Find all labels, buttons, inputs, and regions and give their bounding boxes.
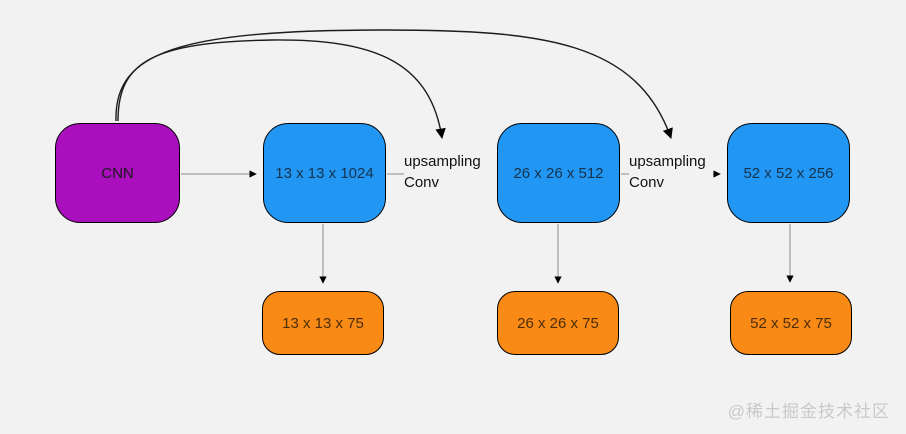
node-feature-map-3: 52 x 52 x 256 <box>727 123 850 223</box>
node-label: 26 x 26 x 75 <box>517 314 599 332</box>
node-label: 13 x 13 x 75 <box>282 314 364 332</box>
edge-label-upsampling-conv-1: upsampling Conv <box>404 151 497 193</box>
edge-label-line1: upsampling <box>629 153 706 170</box>
node-feature-map-1: 13 x 13 x 1024 <box>263 123 386 223</box>
edge-label-line2: Conv <box>404 174 440 191</box>
node-output-2: 26 x 26 x 75 <box>497 291 619 355</box>
node-feature-map-2: 26 x 26 x 512 <box>497 123 620 223</box>
node-output-3: 52 x 52 x 75 <box>730 291 852 355</box>
node-cnn-label: CNN <box>101 164 134 182</box>
node-label: 52 x 52 x 75 <box>750 314 832 332</box>
node-label: 13 x 13 x 1024 <box>275 164 374 182</box>
watermark-text: @稀土掘金技术社区 <box>727 402 890 421</box>
edge-label-upsampling-conv-2: upsampling Conv <box>629 151 713 193</box>
node-label: 26 x 26 x 512 <box>513 164 604 182</box>
edge-label-line1: upsampling <box>404 153 481 170</box>
node-output-1: 13 x 13 x 75 <box>262 291 384 355</box>
node-cnn: CNN <box>55 123 180 223</box>
skip-connection-arrow-2 <box>115 29 673 139</box>
node-label: 52 x 52 x 256 <box>743 164 834 182</box>
edge-label-line2: Conv <box>629 174 665 191</box>
